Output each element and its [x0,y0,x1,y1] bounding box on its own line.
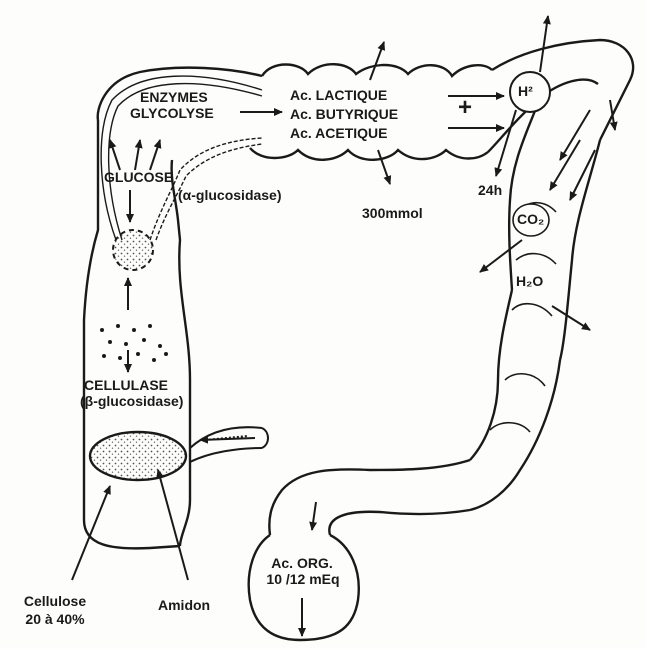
label-ac-org-value: 10 /12 mEq [258,572,348,586]
label-ac-butyrique: Ac. BUTYRIQUE [290,107,398,121]
label-co2: CO₂ [517,212,544,226]
label-beta-glucosidase: (β-glucosidase) [80,394,183,408]
ileum [190,427,268,462]
cellulose-fragments [100,324,168,362]
haustral-folds [490,203,556,432]
label-duration: 24h [478,183,502,197]
label-amount: 300mmol [362,206,423,220]
label-cellulose-percent: 20 à 40% [10,612,100,626]
label-cellulose: Cellulose [10,594,100,608]
label-plus: + [458,96,472,120]
label-glycolyse: GLYCOLYSE [130,106,214,120]
food-mass [90,432,186,480]
label-ac-org: Ac. ORG. [262,556,342,570]
label-alpha-glucosidase: (α-glucosidase) [178,188,282,202]
label-h2o: H₂O [516,274,543,288]
glucose-blob [113,230,153,270]
label-cellulase: CELLULASE [84,378,168,392]
label-h2: H² [518,84,533,98]
label-enzymes: ENZYMES [140,90,208,104]
label-ac-acetique: Ac. ACETIQUE [290,126,388,140]
label-glucose: GLUCOSE [104,170,173,184]
label-amidon: Amidon [158,598,210,612]
label-ac-lactique: Ac. LACTIQUE [290,88,387,102]
